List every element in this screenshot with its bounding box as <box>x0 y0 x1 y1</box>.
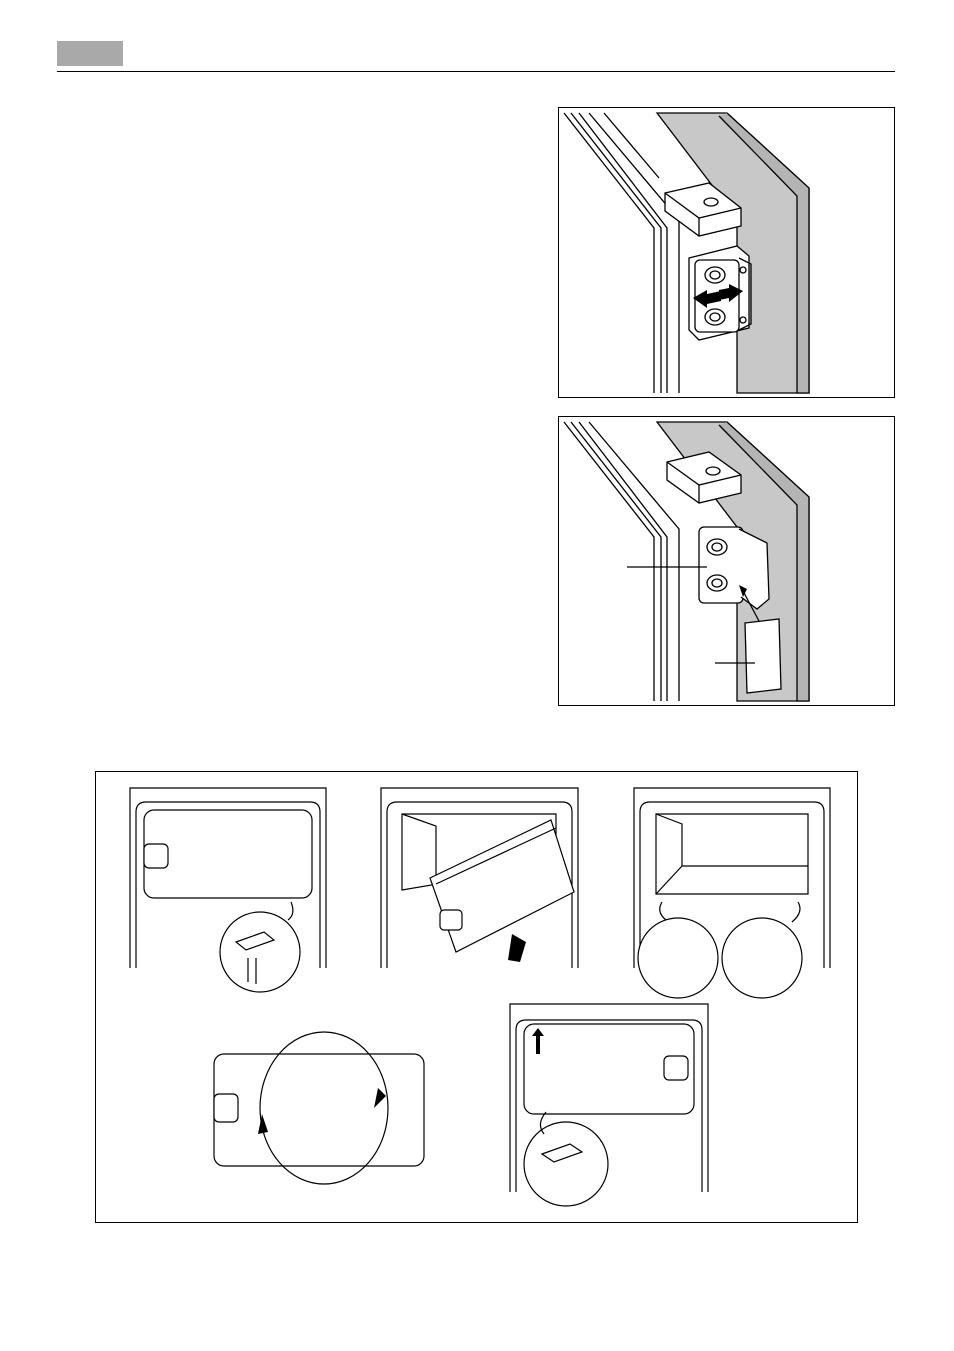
header-tab <box>57 41 123 66</box>
down-arrow-icon <box>508 934 526 962</box>
step-3-move-pins <box>634 788 830 998</box>
hinge-cover-illustration <box>559 417 894 705</box>
step-4-rotate-door <box>214 1032 424 1184</box>
hinge-cover-figure <box>558 416 895 706</box>
hinge-adjust-illustration <box>559 108 894 397</box>
step-1-remove-door <box>130 788 326 992</box>
door-reversal-figure <box>95 771 858 1223</box>
hinge-adjust-figure <box>558 107 895 398</box>
step-2-swing-door <box>381 788 578 968</box>
header-rule <box>57 71 895 72</box>
door-reversal-illustration <box>96 772 857 1222</box>
